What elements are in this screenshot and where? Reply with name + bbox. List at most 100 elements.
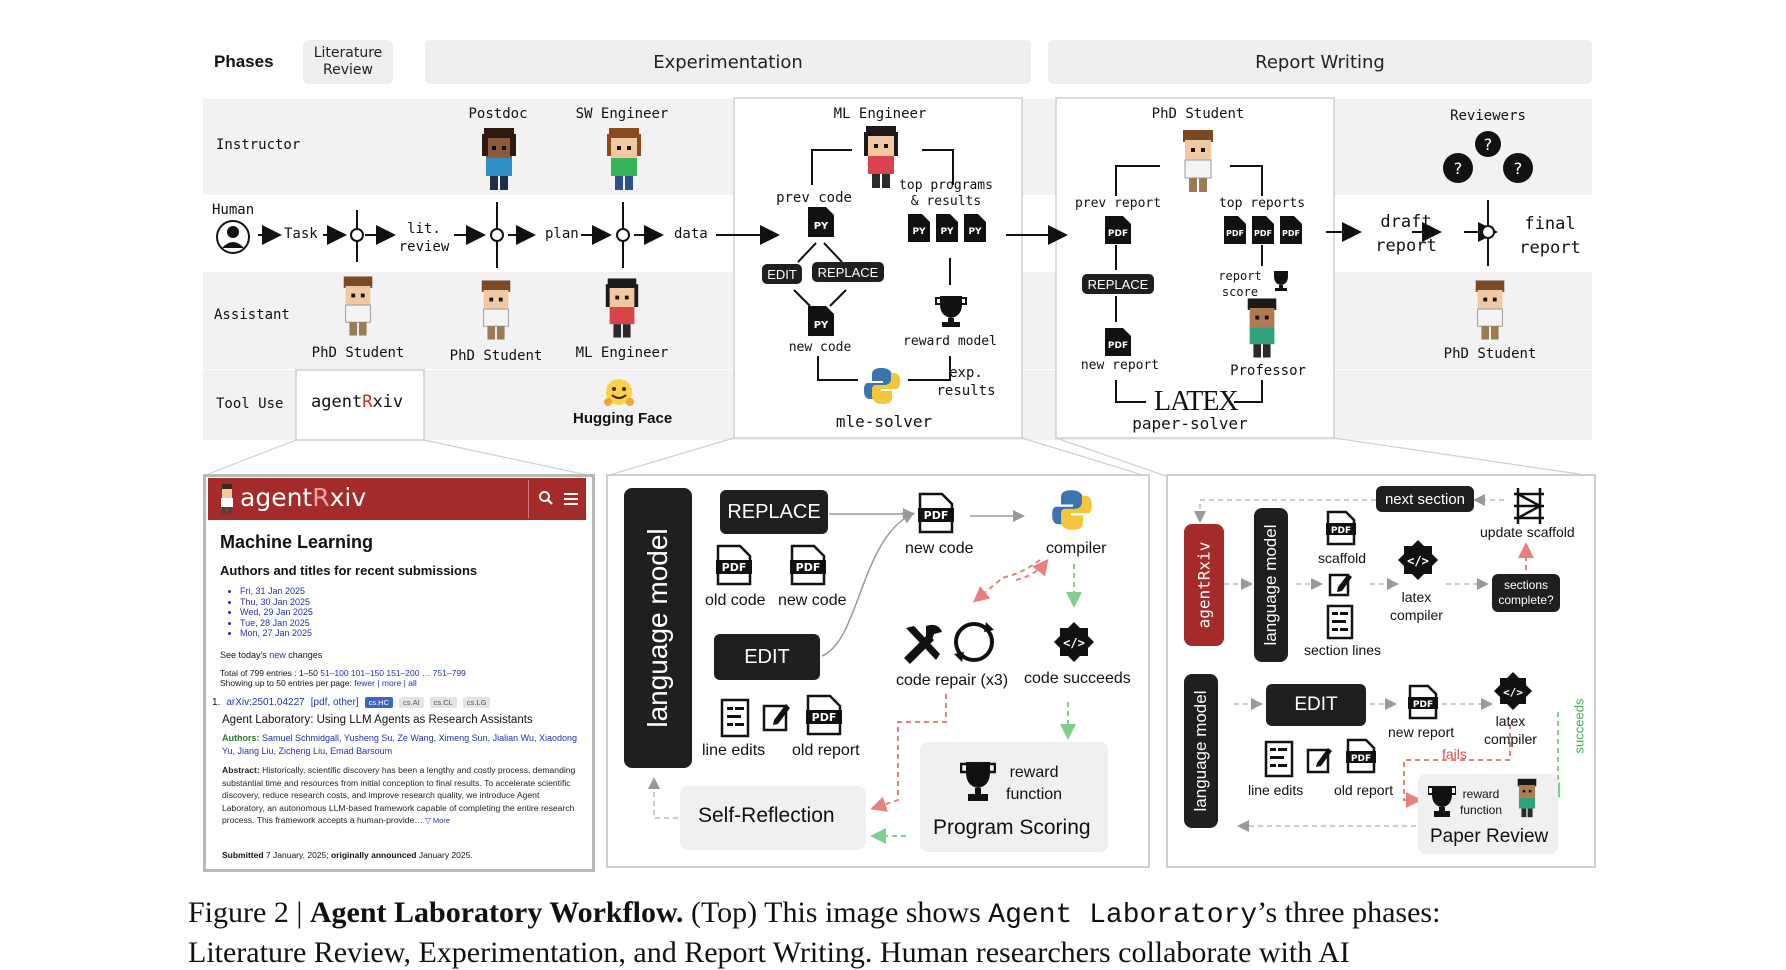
mle-code-succeeds-icon: </> [1054, 622, 1094, 666]
paper-scaffold-icon [1512, 486, 1546, 530]
phase-experimentation-label: Experimentation [653, 51, 803, 73]
paper-prev-report-pdf-text: PDF [1108, 229, 1128, 239]
paper-top-reports: top reports [1218, 196, 1306, 211]
hugging-face-icon [603, 378, 635, 412]
paper-latex-compiler-label-top: latex compiler [1390, 589, 1443, 623]
junction-lit [350, 210, 364, 262]
paper-prev-report: prev report [1074, 196, 1162, 211]
row-label-instructor: Instructor [216, 137, 301, 153]
paper-report-score-trophy-icon [1270, 270, 1292, 296]
mle-top-program-3-text: PY [968, 227, 982, 237]
paper-prev-report-pdf-icon: PDF [1103, 214, 1133, 250]
mle-replace-block-label: REPLACE [727, 500, 821, 523]
mle-new-code-py-text: PY [814, 320, 829, 331]
paper-scaffold-label: scaffold [1318, 550, 1366, 566]
reviewer-question-3: ? [1514, 159, 1523, 178]
paper-latex-compiler-label-bottom: latex compiler [1484, 713, 1537, 747]
announced-label: originally announced [330, 850, 419, 860]
paper-new-report-label: new report [1388, 724, 1455, 740]
menu-icon[interactable] [564, 491, 578, 510]
entry-format-links[interactable]: [pdf, other] [310, 697, 359, 708]
search-icon[interactable] [538, 490, 554, 510]
paper-solver-title: paper-solver [1132, 414, 1248, 433]
paper-scaffold-pdf-icon: PDF [1326, 510, 1356, 550]
mle-old-report-pdf-icon: PDF [806, 694, 842, 740]
mle-reward-model: reward model [903, 334, 997, 349]
caption-fig: Figure 2 | [188, 896, 310, 929]
caption-mono: Agent Laboratory [988, 900, 1258, 931]
agentrxiv-see-today: See today's new changes [220, 650, 322, 660]
flow-draft-report: draft report [1375, 212, 1437, 256]
paper-succeeds-text: succeeds [1571, 698, 1587, 754]
total-a: Total of 799 entries : 1–50 [220, 668, 321, 678]
junction-final [1481, 200, 1495, 266]
date-item[interactable]: Mon, 27 Jan 2025 [240, 628, 313, 639]
abstract-more-link[interactable]: ▽ More [422, 816, 450, 826]
caption-bold: Agent Laboratory Workflow. [309, 896, 684, 929]
agentrxiv-authors: Authors: Samuel Schmidgall, Yusheng Su, … [222, 732, 578, 758]
paper-latex-logo: LATEX [1154, 386, 1239, 417]
paper-replace-label: REPLACE [1087, 276, 1149, 292]
postdoc-avatar [478, 128, 520, 190]
agentrxiv-brand: agentRxiv [240, 483, 366, 512]
date-item[interactable]: Thu, 30 Jan 2025 [240, 597, 313, 608]
phd-student-report-avatar [1470, 280, 1510, 340]
hugging-face-label: Hugging Face [573, 410, 673, 427]
mle-exp-results: exp. results [936, 365, 996, 399]
label-professor: Professor [1230, 363, 1306, 379]
paper-section-lines-icon [1326, 604, 1354, 644]
agentrxiv-paper-title[interactable]: Agent Laboratory: Using LLM Agents as Re… [222, 714, 533, 726]
paper-new-report-pdf-icon: PDF [1408, 684, 1438, 724]
date-item[interactable]: Fri, 31 Jan 2025 [240, 586, 313, 597]
paper-scaffold-pdf-text: PDF [1331, 526, 1351, 536]
mle-prev-code-py-text: PY [814, 221, 829, 232]
paper-next-section-label: next section [1384, 490, 1466, 508]
showing-links[interactable]: fewer | more | all [354, 678, 417, 688]
svg-text:</>: </> [1063, 636, 1085, 650]
authors-links[interactable]: Samuel Schmidgall, Yusheng Su, Ze Wang, … [222, 733, 578, 756]
mle-solver-title: mle-solver [835, 412, 933, 431]
entry-id-link[interactable]: arXiv:2501.04227 [226, 697, 305, 708]
paper-new-report-pdf-text: PDF [1108, 341, 1128, 351]
phase-report-writing: Report Writing [1048, 40, 1592, 84]
mle-top-program-1-text: PY [912, 227, 926, 237]
paper-review-label: Paper Review [1430, 826, 1549, 847]
paper-agentrxiv-bar: agentRxiv [1184, 524, 1224, 646]
mle-replace-label: REPLACE [817, 264, 879, 280]
paper-top-report-1-text: PDF [1226, 229, 1244, 238]
entry-tag: cs.LG [462, 697, 491, 708]
mle-trophy-icon [934, 294, 968, 332]
paper-old-report-pdf-icon: PDF [1346, 738, 1376, 778]
junction-data [616, 202, 630, 268]
mle-new-code-label-a: new code [778, 592, 847, 609]
mle-program-scoring-box [920, 742, 1108, 852]
agentrxiv-tool-a: agent [311, 392, 363, 412]
paper-section-lines-label: section lines [1304, 642, 1382, 658]
paper-language-model-label-top: language model [1261, 524, 1280, 646]
date-item[interactable]: Wed, 29 Jan 2025 [240, 607, 313, 618]
mle-prev-code-py-icon: PY [806, 205, 836, 243]
phase-experimentation: Experimentation [425, 40, 1031, 84]
mle-new-code-pdf-text-a: PDF [796, 561, 821, 574]
see-today-new-link[interactable]: new [269, 650, 286, 660]
total-page-links[interactable]: 51–100 101–150 151–200 … 751–799 [320, 668, 466, 678]
mle-old-report-label: old report [792, 742, 860, 759]
abstract-text: Historically, scientific discovery has b… [222, 765, 576, 826]
mle-edit-badge: EDIT [762, 264, 802, 284]
submitted-date: 7 January, 2025; [265, 850, 331, 860]
mle-old-code-label: old code [705, 592, 766, 609]
paper-fails-label: fails [1442, 746, 1467, 762]
mle-edit-label: EDIT [767, 266, 797, 282]
paper-old-report-label: old report [1334, 782, 1394, 798]
date-item[interactable]: Tue, 28 Jan 2025 [240, 618, 313, 629]
row-label-tool-use: Tool Use [216, 396, 284, 412]
mle-program-scoring-label: Program Scoring [933, 816, 1091, 839]
label-phd-student-top: PhD Student [1151, 106, 1245, 122]
mle-program-scoring-trophy-icon [959, 760, 997, 808]
agentrxiv-submitted: Submitted 7 January, 2025; originally an… [222, 850, 473, 860]
mle-line-edits-label: line edits [702, 742, 766, 759]
reviewer-question-2: ? [1454, 159, 1463, 178]
reviewer-question-1: ? [1484, 135, 1493, 154]
flow-data: data [674, 226, 708, 242]
